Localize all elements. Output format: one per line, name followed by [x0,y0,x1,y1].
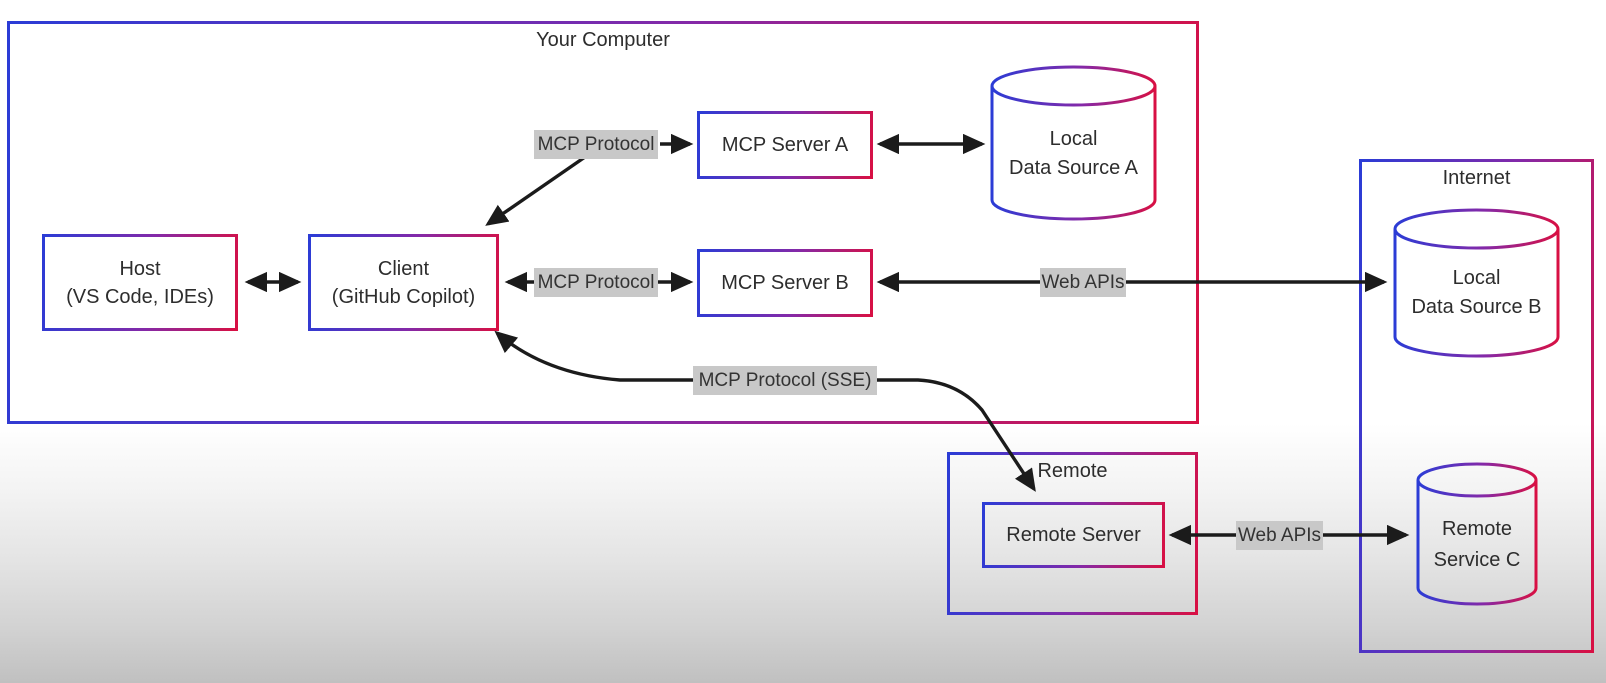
local-data-source-b-line2: Data Source B [1411,296,1542,318]
cylinder-c-body [1416,480,1538,606]
host-label-line2: (VS Code, IDEs) [66,285,214,308]
remote-server-label: Remote Server [1006,524,1141,546]
cylinder-c-top [1416,462,1538,498]
internet-container: Internet [1359,159,1594,653]
label-mcp-protocol-b: MCP Protocol [534,268,658,297]
local-data-source-a-cylinder [990,65,1157,221]
remote-service-c-line2: Service C [1433,549,1521,571]
remote-service-c-cylinder [1416,462,1538,606]
label-mcp-protocol-a: MCP Protocol [534,130,658,159]
cylinder-b-top [1393,208,1560,250]
mcp-server-a-node: MCP Server A [697,111,873,179]
host-node: Host (VS Code, IDEs) [42,234,238,331]
local-data-source-b-cylinder [1393,208,1560,358]
cylinder-a-body [990,86,1157,221]
edge-mcp-protocol-a-to-client [485,155,586,226]
client-label-line1: Client [377,257,430,280]
internet-label: Internet [1442,167,1511,189]
remote-service-c-line1: Remote [1441,518,1513,540]
label-mcp-protocol-sse: MCP Protocol (SSE) [693,366,877,395]
edge-client-remote-server-sse [494,330,1036,492]
remote-server-node: Remote Server [982,502,1165,568]
your-computer-label: Your Computer [536,29,670,51]
mcp-server-b-node: MCP Server B [697,249,873,317]
host-label-line1: Host [119,257,161,280]
local-data-source-b-line1: Local [1452,267,1501,289]
cylinder-b-body [1393,229,1560,358]
client-label-line2: (GitHub Copilot) [331,285,476,308]
local-data-source-b-text: Local Data Source B [1393,264,1560,322]
local-data-source-a-line2: Data Source A [1009,157,1138,179]
remote-label: Remote [1037,460,1108,482]
cylinder-a-top [990,65,1157,107]
local-data-source-a-text: Local Data Source A [990,125,1157,183]
label-web-apis-b: Web APIs [1040,268,1126,297]
remote-service-c-text: Remote Service C [1416,514,1538,576]
local-data-source-a-line1: Local [1049,128,1098,150]
mcp-server-a-label: MCP Server A [721,134,849,156]
label-web-apis-c: Web APIs [1236,521,1323,550]
client-node: Client (GitHub Copilot) [308,234,499,331]
mcp-server-b-label: MCP Server B [721,272,849,294]
